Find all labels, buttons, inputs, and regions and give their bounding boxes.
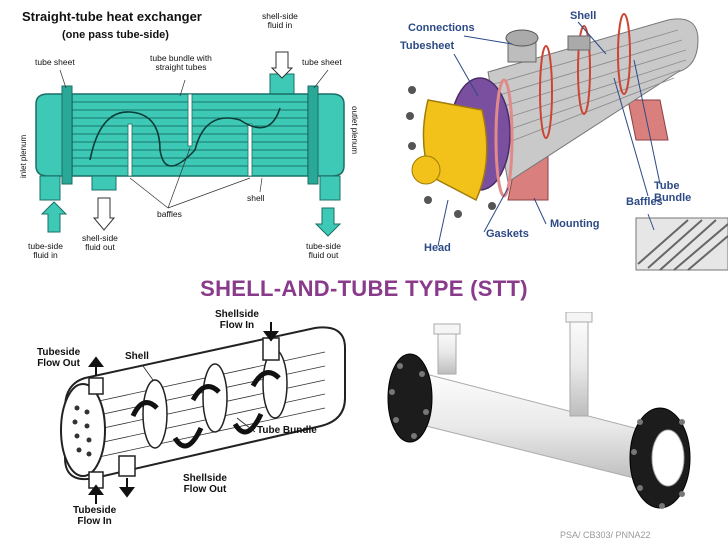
right-port (651, 429, 685, 487)
baffle-ring-3 (617, 13, 631, 95)
label-tubeside-flow-out: Tubeside Flow Out (37, 347, 81, 369)
line-baffles (142, 349, 288, 449)
label-shellside-flow-in: Shellside Flow In (215, 309, 259, 331)
callout-tubesheet: Tubesheet (400, 40, 455, 52)
diagram-heading: Straight-tube heat exchanger (22, 9, 202, 24)
slide-title: SHELL-AND-TUBE TYPE (STT) (200, 276, 528, 301)
label-shell: Shell (125, 351, 149, 362)
right-flange-bolts (631, 419, 685, 509)
inset-tubes (637, 219, 728, 271)
callout-baffles: Baffles (626, 196, 663, 208)
left-flange (387, 353, 433, 443)
label-tube-bundle: tube bundle with straight tubes (150, 53, 212, 72)
tubeside-out-nozzle (88, 377, 104, 395)
callout-shell: Shell (570, 10, 597, 22)
nozzle-right-cap (565, 312, 593, 323)
label-tube-side-fluid-in: tube-side fluid in (28, 241, 63, 260)
mounting-saddle-back (627, 99, 669, 141)
tubesheet-holes (72, 405, 92, 457)
label-shell-side-fluid-in: shell-side fluid in (262, 11, 298, 30)
label-outlet-plenum: outlet plenum (350, 106, 359, 155)
label-tube-sheet-right: tube sheet (302, 57, 342, 67)
line-drawing (60, 322, 346, 504)
shell-outlet-nozzle (91, 175, 117, 191)
line-leaders (142, 365, 256, 433)
flow-arrows (40, 51, 342, 237)
label-shellside-flow-out: Shellside Flow Out (183, 473, 227, 495)
head-shape (422, 99, 488, 202)
connection-flange (505, 29, 539, 47)
callout-tube-bundle: Tube Bundle (654, 180, 692, 205)
straight-tube-drawing (35, 51, 345, 237)
cutaway-illustration: Connections Tubesheet Shell Baffles Tube… (398, 0, 728, 276)
end-tubesheet (60, 383, 106, 477)
diagram-subheading: (one pass tube-side) (62, 29, 169, 41)
line-arrows (88, 322, 279, 504)
nozzle-left (437, 329, 457, 375)
product-render (387, 312, 691, 509)
pipe-body (417, 371, 651, 483)
outlet-leg (319, 175, 341, 201)
callout-mounting: Mounting (550, 218, 600, 230)
baffle-ring-1 (539, 45, 553, 139)
line-drawing-diagram: Shellside Flow In Tubeside Flow Out Shel… (25, 308, 360, 538)
flow-arcs (130, 370, 281, 449)
callout-leaders (437, 21, 661, 247)
left-tube-sheet (61, 85, 73, 185)
head-bolts (406, 86, 496, 218)
baffle-ring-2 (577, 25, 591, 115)
nozzle-right (569, 315, 589, 417)
callout-gaskets: Gaskets (486, 228, 529, 240)
label-inlet-plenum: inlet plenum (19, 134, 28, 178)
inlet-leg (39, 175, 61, 201)
nozzle-left-cap (433, 323, 461, 335)
label-tube-side-fluid-out: tube-side fluid out (306, 241, 341, 260)
tube-bundle-inset (635, 217, 728, 271)
baffles-shapes (127, 93, 253, 177)
shell-flow-path (89, 107, 281, 167)
shellside-out-nozzle (118, 455, 136, 477)
cutaway-drawing (406, 13, 728, 271)
label-tube-sheet-left: tube sheet (35, 57, 75, 67)
head-port (411, 155, 441, 185)
label-shell-side-fluid-out: shell-side fluid out (82, 233, 118, 252)
product-photo (378, 312, 700, 537)
left-flange-bolts (389, 363, 429, 439)
top-nozzle (567, 35, 591, 51)
label-tubeside-flow-in: Tubeside Flow In (73, 505, 117, 527)
callout-connections: Connections (408, 22, 475, 34)
callout-head: Head (424, 242, 451, 254)
label-tube-bundle: Tube Bundle (257, 425, 317, 436)
straight-tube-diagram: Straight-tube heat exchanger (one pass t… (0, 0, 370, 276)
slide-footer: PSA/ CB303/ PNNA22 (560, 530, 651, 540)
leader-lines (59, 69, 329, 209)
right-tube-sheet (307, 85, 319, 185)
label-baffles: baffles (157, 209, 182, 219)
label-shell: shell (247, 193, 265, 203)
